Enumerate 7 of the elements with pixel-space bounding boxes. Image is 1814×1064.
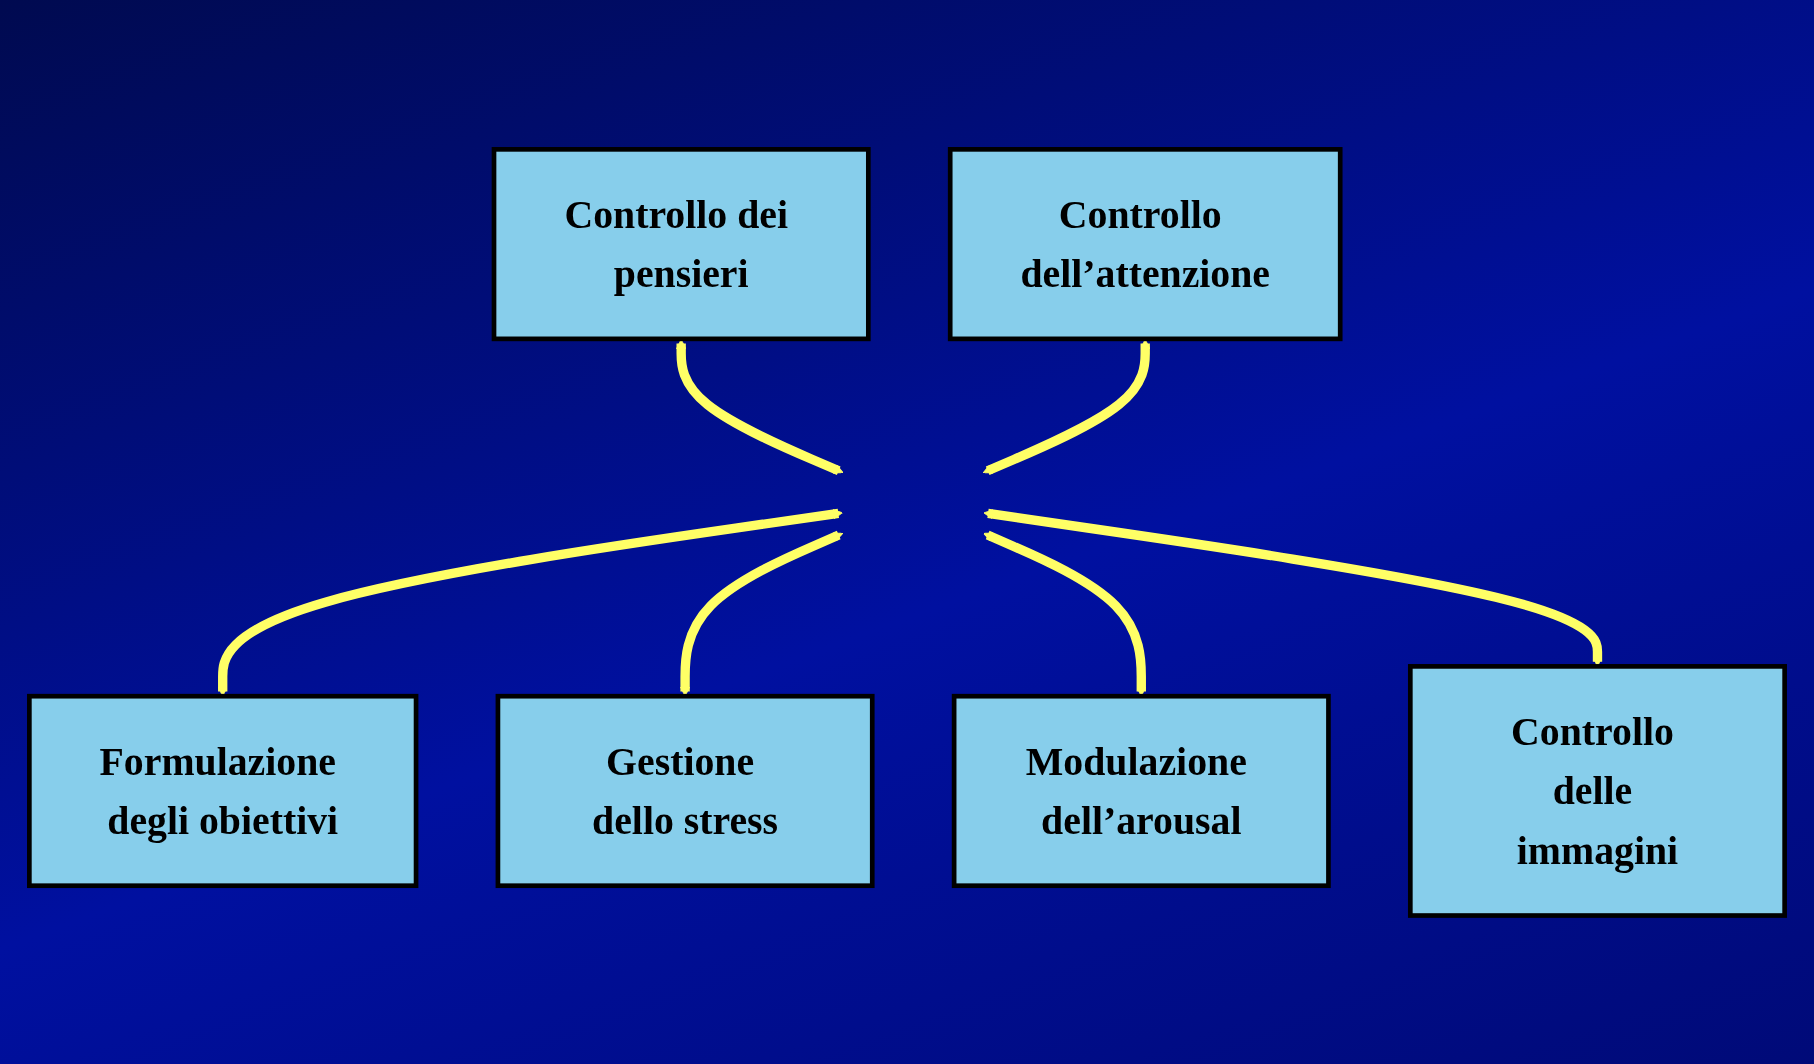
diagram: Controllo dei pensieri Controllo dell’attenzione Formulazione degli obiettivi Gestione dello stress Modulazione dell’arousal Controllo delle immagini — [20, 20, 1794, 1044]
node-box — [951, 693, 1331, 888]
node-box — [491, 146, 871, 341]
node-box — [27, 693, 419, 888]
node-box — [947, 146, 1343, 341]
node-box — [1408, 663, 1787, 918]
node-box — [495, 693, 875, 888]
